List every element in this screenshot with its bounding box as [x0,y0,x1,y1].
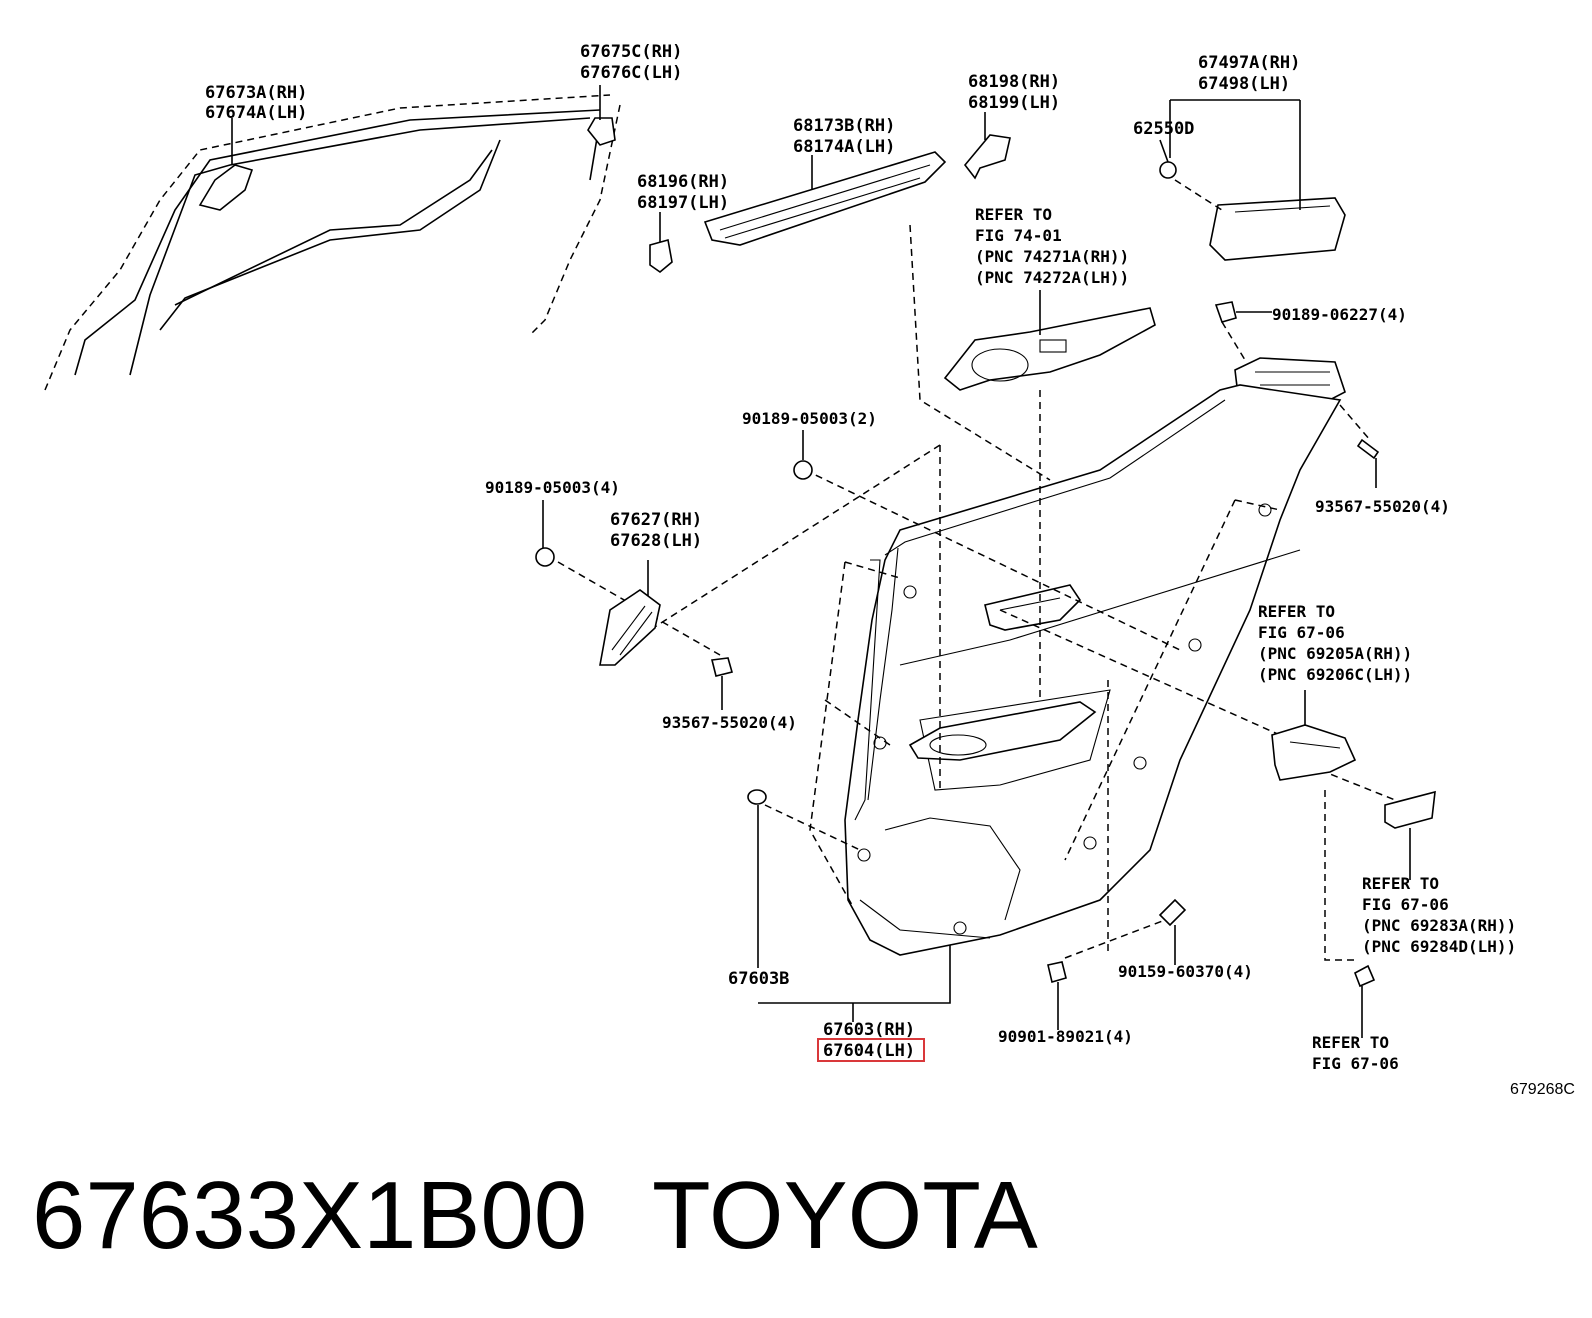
weatherstrip-68173b [703,151,947,246]
screw-93567-right [1356,438,1380,460]
label-90159-60370: 90159-60370(4) [1118,962,1253,981]
label-67498-lh: 67498(LH) [1198,74,1290,94]
label-68196-rh: 68196(RH) [637,172,729,192]
label-67673a-rh: 67673A(RH) [205,83,307,103]
label-67676c-lh: 67676C(LH) [580,63,682,83]
footer-brand: TOYOTA [652,1162,1038,1269]
label-90189-05003-2: 90189-05003(2) [742,409,877,428]
label-67497a-rh: 67497A(RH) [1198,53,1300,73]
label-67675c-rh: 67675C(RH) [580,42,682,62]
door-trim-panel-67603 [844,384,1342,956]
nut-90901-89021 [1047,961,1067,983]
bracket-67627 [599,589,661,666]
ref-67-06b-line2: FIG 67-06 [1362,895,1449,914]
label-67603-rh: 67603(RH) [823,1020,915,1040]
clip-67675c [587,117,616,146]
armrest-pad-67497a [1209,197,1346,261]
label-67627-rh: 67627(RH) [610,510,702,530]
footer-part-number: 67633X1B00 [32,1162,587,1269]
label-67603b: 67603B [728,969,789,989]
clip-62550d [1159,161,1177,179]
label-90189-05003-4: 90189-05003(4) [485,478,620,497]
screw-refer-67-06 [1354,964,1376,988]
label-62550d: 62550D [1133,119,1194,139]
ref-67-06a-line3: (PNC 69205A(RH)) [1258,644,1412,663]
ref-67-06b-line4: (PNC 69284D(LH)) [1362,937,1516,956]
inside-handle-69205a [1271,724,1357,781]
clip-68198 [963,134,1011,180]
label-93567-right: 93567-55020(4) [1315,497,1450,516]
clip-68196 [649,238,673,274]
assembly-guide-lines [557,224,1396,961]
clip-67603b [747,789,767,805]
label-90901-89021: 90901-89021(4) [998,1027,1133,1046]
door-pull-handle [984,584,1082,631]
clip-90189-05003-4 [535,547,555,567]
clip-90189-06227 [1214,301,1237,323]
door-frame-outline [44,94,621,391]
label-93567-left: 93567-55020(4) [662,713,797,732]
ref-67-06b-line3: (PNC 69283A(RH)) [1362,916,1516,935]
ref-74-01-line2: FIG 74-01 [975,226,1062,245]
highlight-67604-lh [817,1038,925,1062]
ref-74-01-line4: (PNC 74272A(LH)) [975,268,1129,287]
label-68174a-lh: 68174A(LH) [793,137,895,157]
label-68198-rh: 68198(RH) [968,72,1060,92]
ref-74-01-line1: REFER TO [975,205,1052,224]
ref-67-06a-line1: REFER TO [1258,602,1335,621]
label-68199-lh: 68199(LH) [968,93,1060,113]
ref-67-06a-line2: FIG 67-06 [1258,623,1345,642]
screw-90159-60370 [1158,898,1187,927]
ref-74-01-line3: (PNC 74271A(RH)) [975,247,1129,266]
ref-67-06a-line4: (PNC 69206C(LH)) [1258,665,1412,684]
clip-67673a [198,164,254,211]
label-90189-06227: 90189-06227(4) [1272,305,1407,324]
screw-93567-left [711,657,733,677]
ref-67-06b-line1: REFER TO [1362,874,1439,893]
handle-cover-69283a [1384,790,1436,829]
clip-90189-05003-2 [793,460,813,480]
label-68197-lh: 68197(LH) [637,193,729,213]
label-68173b-rh: 68173B(RH) [793,116,895,136]
ref-67-06c-line2: FIG 67-06 [1312,1054,1399,1073]
ref-67-06c-line1: REFER TO [1312,1033,1389,1052]
label-67628-lh: 67628(LH) [610,531,702,551]
figure-code: 679268C [1510,1081,1575,1098]
label-67604-lh: 67604(LH) [823,1041,915,1061]
power-window-switch-base [943,307,1156,391]
label-67674a-lh: 67674A(LH) [205,103,307,123]
